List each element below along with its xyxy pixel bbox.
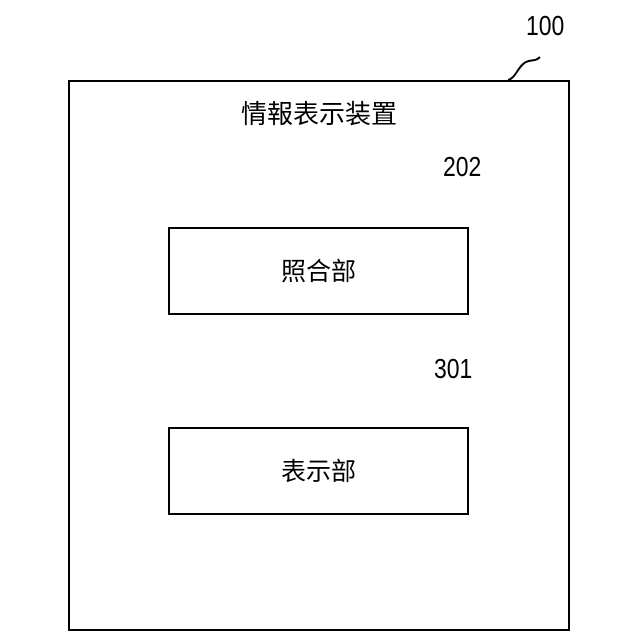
component-label: 照合部 bbox=[170, 259, 467, 284]
leader-line-device bbox=[508, 57, 540, 80]
component-label: 表示部 bbox=[170, 459, 467, 484]
component-ref-number: 301 bbox=[434, 355, 472, 383]
device-box: 情報表示装置 bbox=[68, 80, 570, 631]
component-box: 照合部 bbox=[168, 227, 469, 315]
device-title: 情報表示装置 bbox=[70, 102, 568, 128]
component-ref-number: 202 bbox=[443, 153, 481, 181]
device-ref-number: 100 bbox=[526, 12, 564, 40]
component-box: 表示部 bbox=[168, 427, 469, 515]
